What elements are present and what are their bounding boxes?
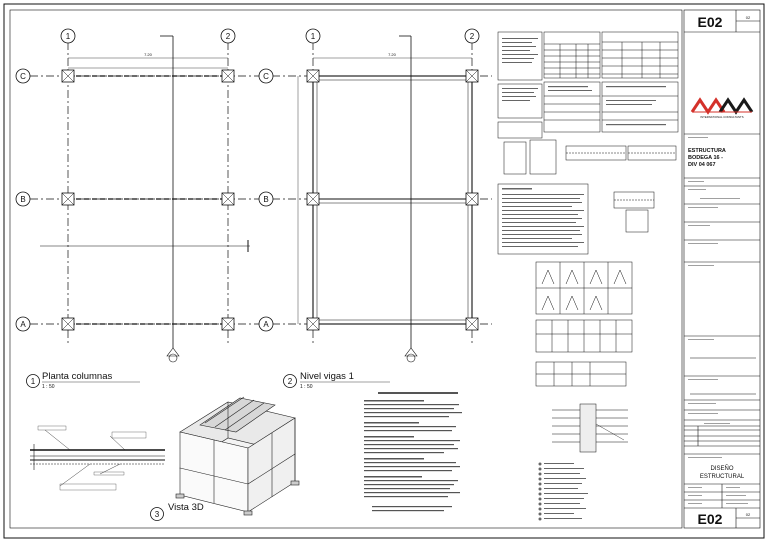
spec-table-text [502, 38, 666, 126]
legend-list [538, 462, 588, 521]
revision-top: 02 [746, 15, 751, 20]
view-number-1: 1 [31, 377, 36, 386]
view-number-2: 2 [288, 377, 293, 386]
title-block-field-lines [688, 137, 748, 504]
title-block [683, 9, 761, 529]
anchorage-diagrams [535, 261, 633, 387]
grid-label-1-view1: 1 [66, 32, 71, 41]
view-scale-1: 1 : 50 [42, 384, 55, 390]
grid-label-2-view1: 2 [226, 32, 231, 41]
sheet-inner-border [9, 9, 683, 529]
spec-tables [497, 31, 679, 175]
grid-label-2-view2: 2 [470, 32, 475, 41]
sheet-number-bottom: E02 [698, 511, 723, 527]
grid-label-A-view1: A [20, 320, 26, 329]
company-logo [690, 97, 754, 115]
project-title-line1: ESTRUCTURA [688, 148, 726, 154]
plan-beams-view [247, 35, 492, 363]
general-notes-block [364, 392, 462, 512]
grid-bubble-2-view1 [220, 28, 236, 44]
grid-label-B-view2: B [263, 195, 268, 204]
view-title-3: Vista 3D [168, 502, 204, 513]
grid-label-C-view1: C [20, 72, 26, 81]
drawing-title-line1: DISEÑO [710, 465, 733, 472]
drawing-title-line2: ESTRUCTURAL [700, 474, 745, 480]
connection-detail [552, 403, 628, 453]
rebar-detail [565, 145, 677, 233]
grid-label-C-view2: C [263, 72, 269, 81]
dimension-span-view1: 7.20 [144, 52, 153, 57]
view-title-2: Nivel vigas 1 [300, 371, 354, 382]
sheet-number-top: E02 [698, 14, 723, 30]
sheet-outer-border [3, 3, 765, 539]
plan-columns-view [30, 35, 262, 363]
view-title-1: Planta columnas [42, 371, 112, 382]
grid-label-A-view2: A [263, 320, 269, 329]
revision-bottom: 02 [746, 512, 751, 517]
project-title-line3: DIV 04 067 [688, 162, 716, 168]
structure-3d-view [175, 396, 300, 516]
grid-bubble-1-view1 [60, 28, 76, 44]
slab-section-detail [30, 425, 165, 491]
logo-caption: INTERNATIONAL CONSULTANTS [700, 115, 743, 119]
design-notes-block [497, 183, 589, 255]
grid-label-1-view2: 1 [311, 32, 316, 41]
dimension-span-view2: 7.20 [388, 52, 397, 57]
view-scale-2: 1 : 50 [300, 384, 313, 390]
grid-label-B-view1: B [20, 195, 25, 204]
project-title-line2: BODEGA 16 - [688, 155, 723, 161]
view-number-3: 3 [155, 510, 160, 519]
